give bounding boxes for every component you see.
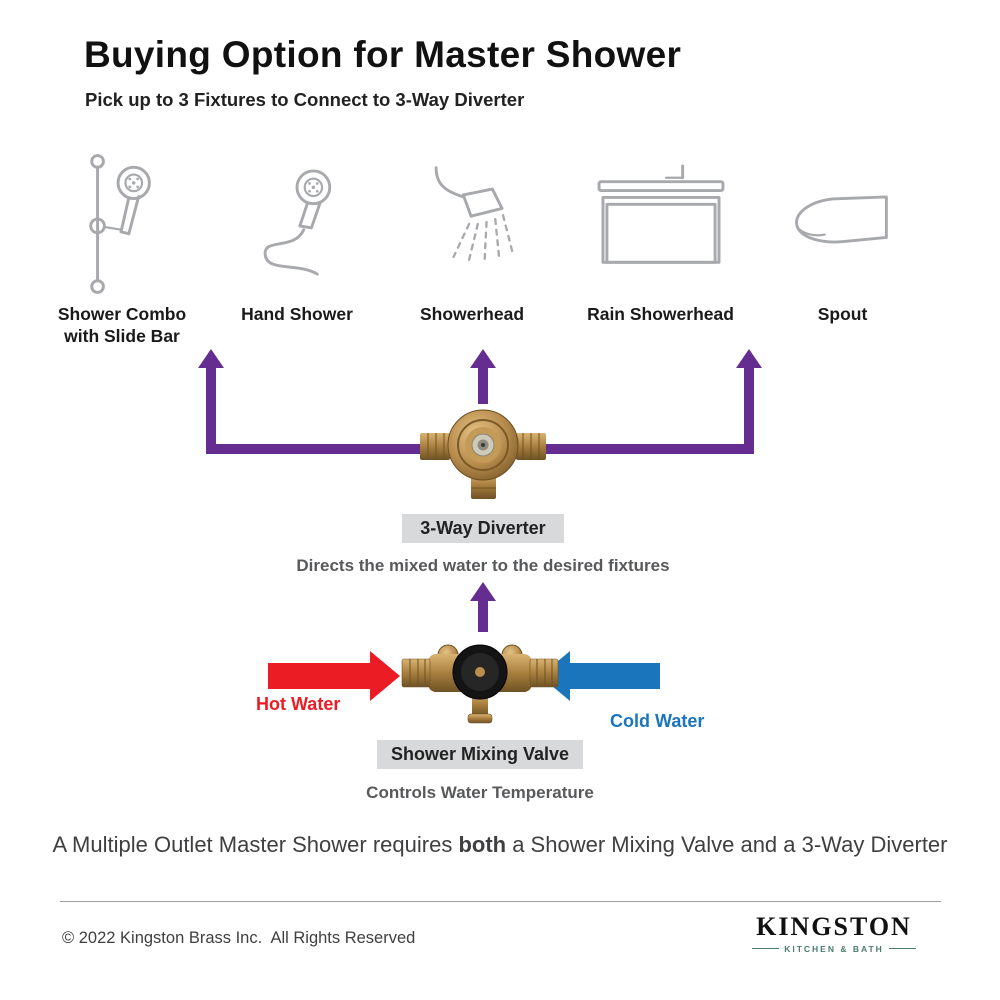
fixture-label: Showerhead [419, 304, 525, 324]
hot-water-arrow [268, 663, 370, 689]
rain-showerhead-icon [578, 145, 743, 300]
diverter-label: 3-Way Diverter [402, 514, 564, 543]
shower-mixing-valve-image [398, 628, 563, 733]
note-text-before: A Multiple Outlet Master Shower requires [52, 832, 459, 857]
arrow-up-left-line [206, 368, 216, 448]
brand-name: KINGSTON [756, 912, 912, 941]
spout-icon [770, 145, 915, 300]
mixing-valve-description: Controls Water Temperature [366, 783, 594, 802]
brand-tagline: KITCHEN & BATH [784, 943, 884, 954]
footer-divider [60, 901, 941, 902]
arrow-mixing-to-diverter-line [478, 601, 488, 632]
shower-combo-slide-bar-icon [48, 145, 196, 300]
fixture-hand-shower: Hand Shower [223, 145, 371, 326]
brand-tagline-row: KITCHEN & BATH [752, 944, 916, 954]
fixture-label: Hand Shower [241, 304, 353, 324]
arrow-up-right-line [744, 368, 754, 448]
requirement-note: A Multiple Outlet Master Shower requires… [0, 832, 1000, 858]
fixture-rain-showerhead: Rain Showerhead [578, 145, 743, 326]
note-text-after: a Shower Mixing Valve and a 3-Way Divert… [506, 832, 948, 857]
diverter-description: Directs the mixed water to the desired f… [296, 556, 670, 575]
showerhead-icon [398, 145, 546, 300]
arrow-up-center-head [470, 349, 496, 368]
fixture-label: Rain Showerhead [587, 304, 734, 324]
arrow-up-left-head [198, 349, 224, 368]
note-bold: both [458, 832, 507, 857]
cold-water-arrow [570, 663, 660, 689]
cold-water-label: Cold Water [610, 711, 705, 731]
mixing-valve-label: Shower Mixing Valve [377, 740, 583, 769]
tagline-left-line [752, 948, 780, 950]
page-title: Buying Option for Master Shower [84, 34, 682, 75]
fixture-spout: Spout [770, 145, 915, 326]
page-subtitle: Pick up to 3 Fixtures to Connect to 3-Wa… [85, 89, 525, 110]
fixture-label: Shower Combo with Slide Bar [57, 304, 187, 346]
fixture-shower-combo: Shower Combo with Slide Bar [48, 145, 196, 348]
fixture-label: Spout [817, 304, 868, 324]
fixture-showerhead: Showerhead [398, 145, 546, 326]
hot-water-label: Hot Water [256, 694, 341, 714]
tagline-right-line [888, 948, 916, 950]
hot-water-arrow-head [370, 651, 400, 701]
kingston-logo: KINGSTON KITCHEN & BATH [752, 912, 916, 954]
arrow-up-center-line [478, 368, 488, 404]
copyright-text: © 2022 Kingston Brass Inc. All Rights Re… [62, 929, 416, 947]
arrow-up-right-head [736, 349, 762, 368]
arrow-mixing-to-diverter-head [470, 582, 496, 601]
hand-shower-icon [223, 145, 371, 300]
three-way-diverter-image [418, 396, 548, 506]
